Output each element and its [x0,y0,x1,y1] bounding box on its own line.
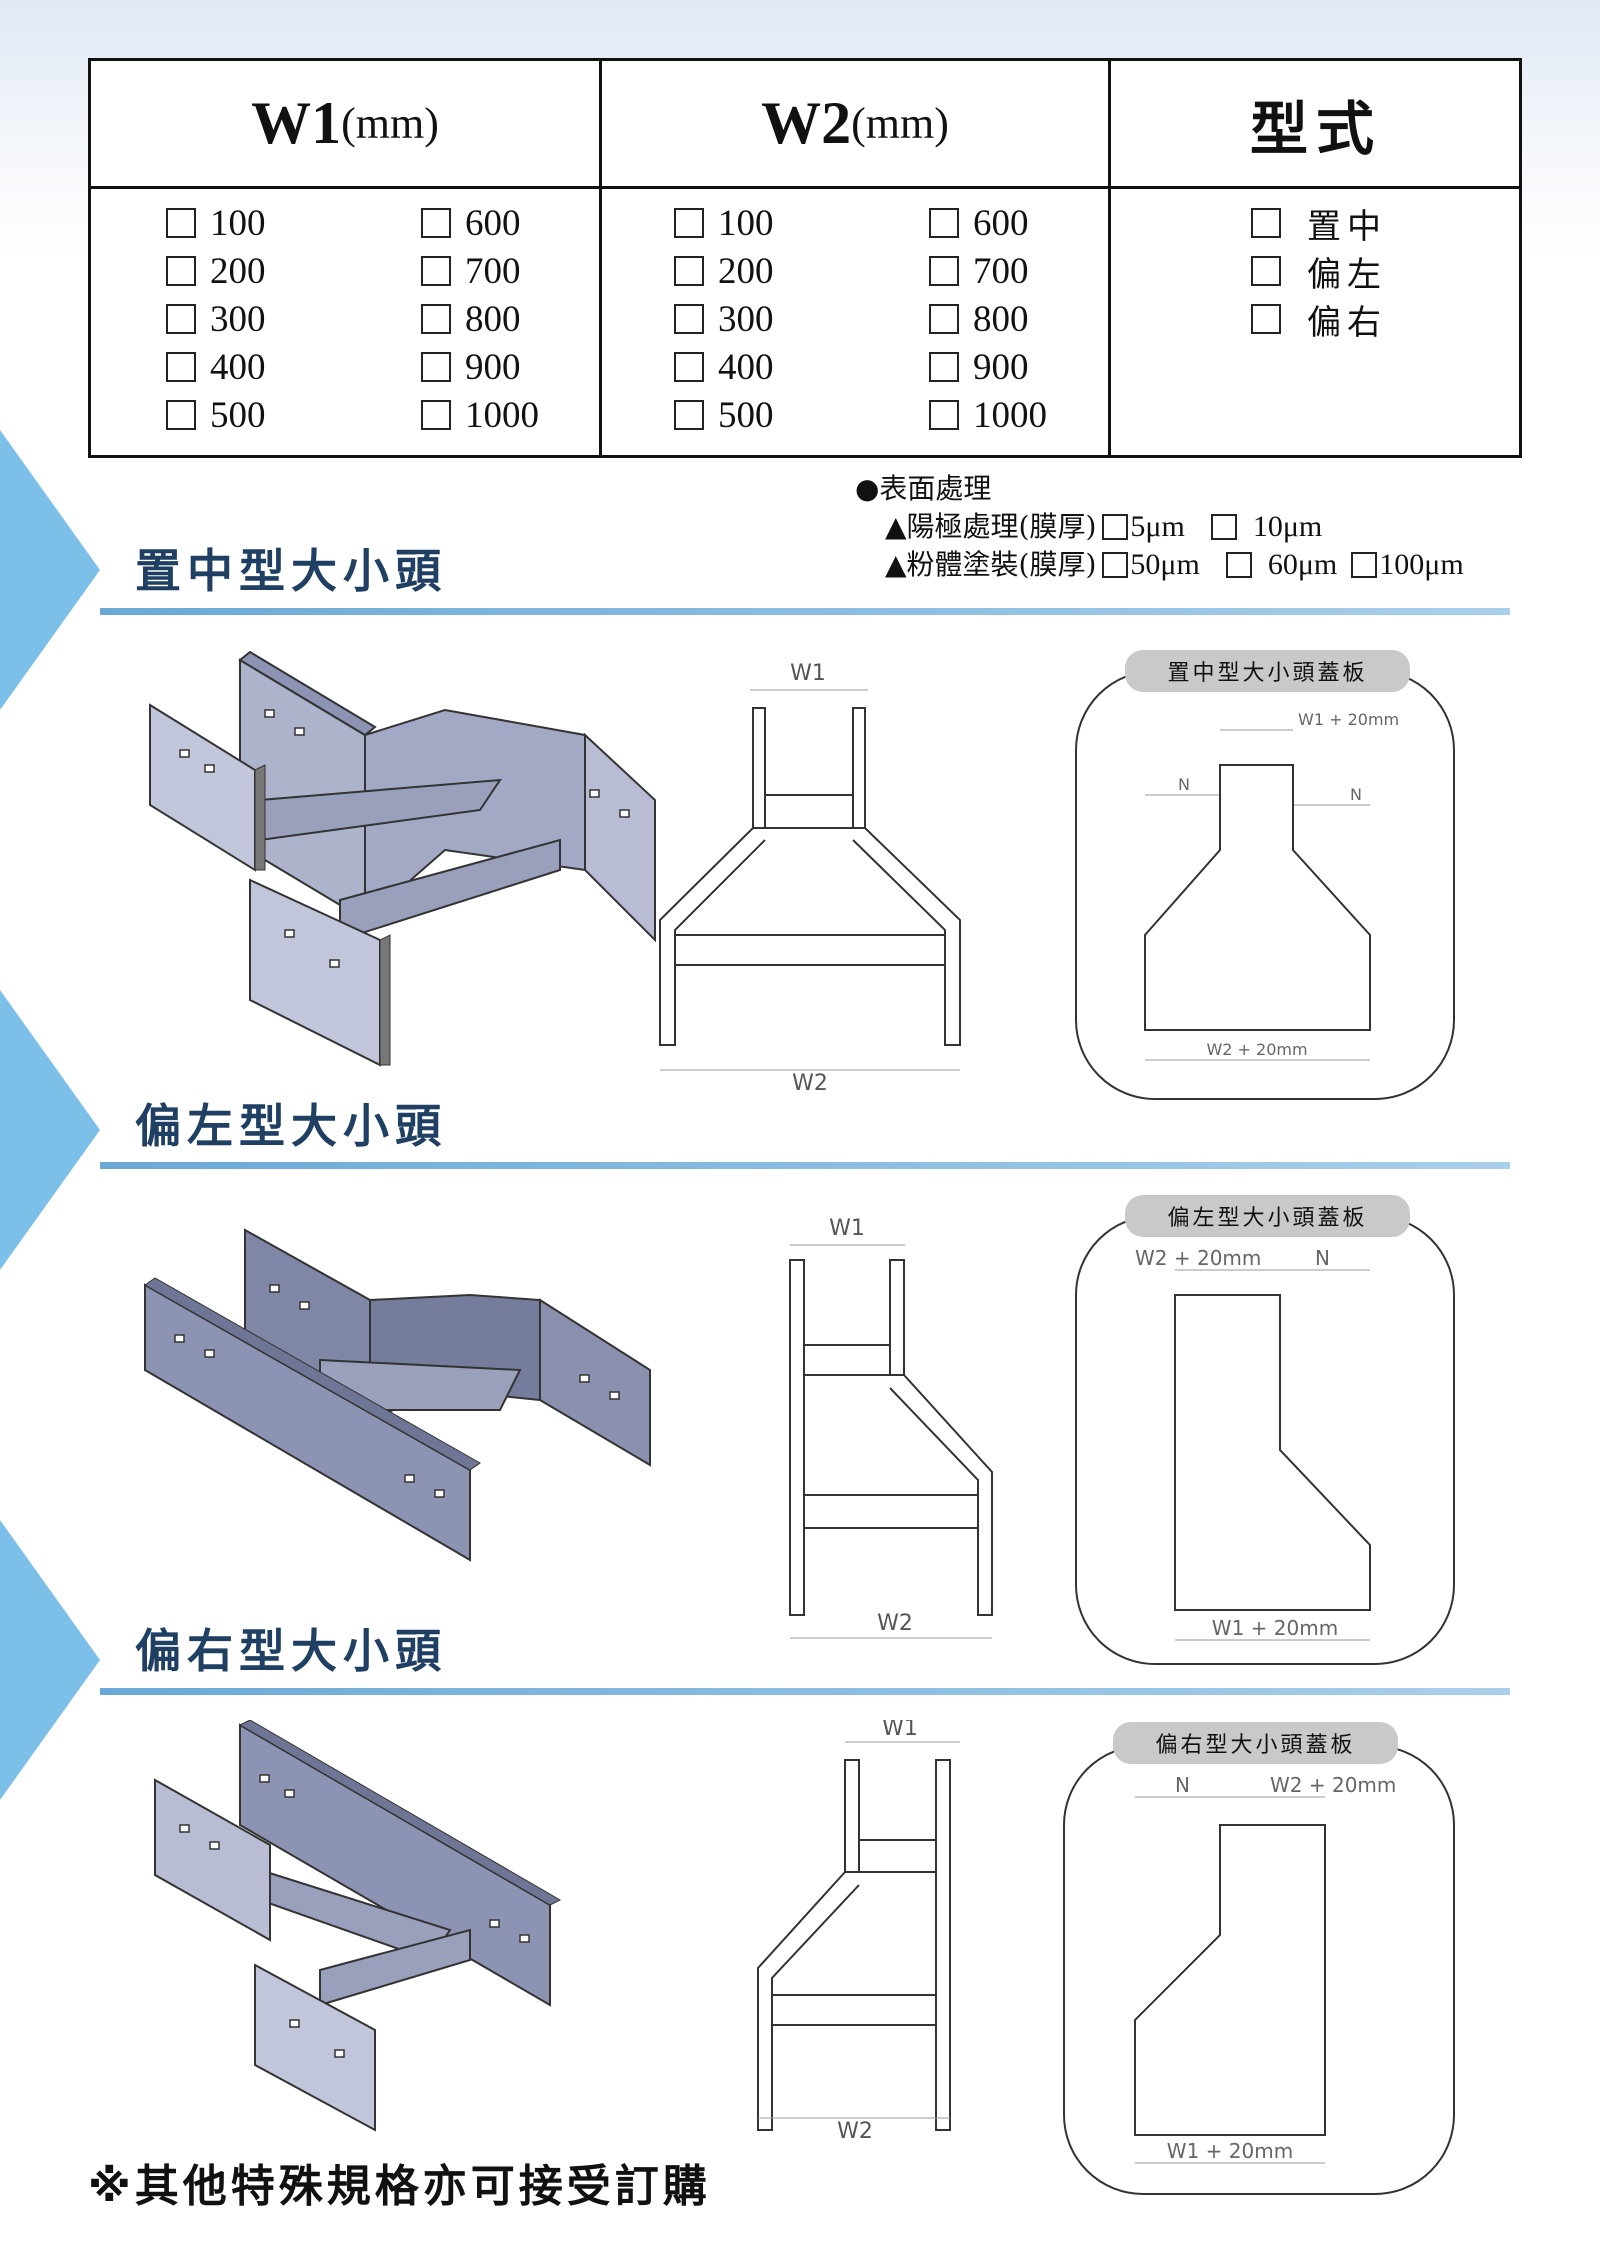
w1-option-checkbox[interactable]: 500 [166,395,421,436]
type-option-center[interactable]: 置中 [1251,206,1387,247]
w2-option-checkbox[interactable]: 100 [674,203,929,244]
svg-text:W2: W2 [877,1611,913,1636]
section-divider [100,1688,1510,1695]
w2-option-checkbox[interactable]: 500 [674,395,929,436]
section-title-left: 偏左型大小頭 [135,1099,447,1153]
chevron-decoration-2 [0,990,100,1270]
w2-option-checkbox[interactable]: 900 [929,347,1129,388]
w1-option-checkbox[interactable]: 1000 [421,395,621,436]
w2-option-checkbox[interactable]: 200 [674,251,929,292]
svg-text:N: N [1178,775,1190,794]
w2-option-checkbox[interactable]: 800 [929,299,1129,340]
w2-option-checkbox[interactable]: 1000 [929,395,1129,436]
right-reducer-3d-illustration [154,1720,562,2132]
svg-text:W1 + 20mm: W1 + 20mm [1212,1616,1338,1640]
type-header: 型式 [1249,94,1382,163]
w1-header: W1(mm) [251,90,439,156]
type-options: 置中 偏左 偏右 [1251,206,1387,343]
anodize-label: ▲陽極處理(膜厚) [885,510,1097,543]
w1-option-checkbox[interactable]: 200 [166,251,421,292]
left-cover-plate [1075,1215,1455,1665]
section-divider [100,608,1510,615]
left-cover-plate-title: 偏左型大小頭蓋板 [1125,1195,1410,1237]
center-cover-plate-title: 置中型大小頭蓋板 [1125,650,1410,692]
chevron-decoration-1 [0,430,100,710]
w1-option-checkbox[interactable]: 800 [421,299,621,340]
w1-option-checkbox[interactable]: 900 [421,347,621,388]
svg-text:W2: W2 [837,2119,873,2140]
anodize-10-checkbox[interactable] [1210,514,1237,540]
w1-option-checkbox[interactable]: 400 [166,347,421,388]
dim-w1-label: W1 [790,661,826,686]
dim-w2-label: W2 [792,1071,828,1090]
left-reducer-3d-illustration [144,1228,651,1562]
left-reducer-drawing: W1 W2 [789,1216,993,1639]
w1-option-checkbox[interactable]: 700 [421,251,621,292]
svg-text:W2 + 20mm: W2 + 20mm [1135,1246,1261,1270]
section-title-center: 置中型大小頭 [135,544,447,598]
powder-60-checkbox[interactable] [1225,552,1252,578]
center-cover-plate [1075,670,1455,1100]
svg-text:W1 + 20mm: W1 + 20mm [1298,710,1399,729]
right-cover-plate-drawing: N W2 + 20mm W1 + 20mm [1134,1775,1396,2164]
w2-option-checkbox[interactable]: 400 [674,347,929,388]
w1-option-checkbox[interactable]: 100 [166,203,421,244]
center-cover-plate-drawing: W1 + 20mm N N W2 + 20mm [1144,710,1399,1061]
powder-label: ▲粉體塗裝(膜厚) [885,548,1097,581]
w2-options: 100 600 200 700 300 800 400 900 500 1000 [674,203,1129,436]
w1-option-checkbox[interactable]: 300 [166,299,421,340]
svg-text:W2 + 20mm: W2 + 20mm [1270,1775,1396,1797]
right-cover-plate-title: 偏右型大小頭蓋板 [1113,1722,1398,1764]
anodize-5-checkbox[interactable] [1102,514,1129,540]
svg-text:W1: W1 [829,1216,865,1241]
w2-option-checkbox[interactable]: 300 [674,299,929,340]
w2-header: W2(mm) [761,90,949,156]
w1-option-checkbox[interactable]: 600 [421,203,621,244]
footer-note: ※其他特殊規格亦可接受訂購 [88,2161,711,2212]
surface-title: ●表面處理 [855,472,992,505]
spec-table: W1(mm) W2(mm) 型式 100 600 200 700 300 800… [88,58,1522,458]
center-reducer-drawing: W1 W2 [659,661,961,1090]
type-option-right[interactable]: 偏右 [1251,302,1387,343]
w1-options: 100 600 200 700 300 800 400 900 500 1000 [166,203,621,436]
right-reducer-drawing: W1 W2 [757,1720,960,2140]
svg-text:N: N [1350,785,1362,804]
type-option-left[interactable]: 偏左 [1251,254,1387,295]
svg-text:W1: W1 [882,1720,918,1741]
section-title-right: 偏右型大小頭 [135,1624,447,1678]
surface-treatment: ●表面處理 ▲陽極處理(膜厚) 5μm 10μm ▲粉體塗裝(膜厚) 50μm … [855,470,1464,584]
svg-text:W2 + 20mm: W2 + 20mm [1206,1040,1307,1059]
left-cover-plate-drawing: W2 + 20mm N W1 + 20mm [1135,1246,1371,1641]
chevron-decoration-3 [0,1520,100,1800]
svg-text:N: N [1315,1246,1330,1270]
w2-option-checkbox[interactable]: 600 [929,203,1129,244]
svg-text:N: N [1175,1775,1190,1797]
section-divider [100,1162,1510,1169]
powder-50-checkbox[interactable] [1102,552,1129,578]
svg-text:W1 + 20mm: W1 + 20mm [1167,2139,1293,2163]
center-reducer-3d-illustration [149,650,656,1067]
w2-option-checkbox[interactable]: 700 [929,251,1129,292]
powder-100-checkbox[interactable] [1351,552,1378,578]
